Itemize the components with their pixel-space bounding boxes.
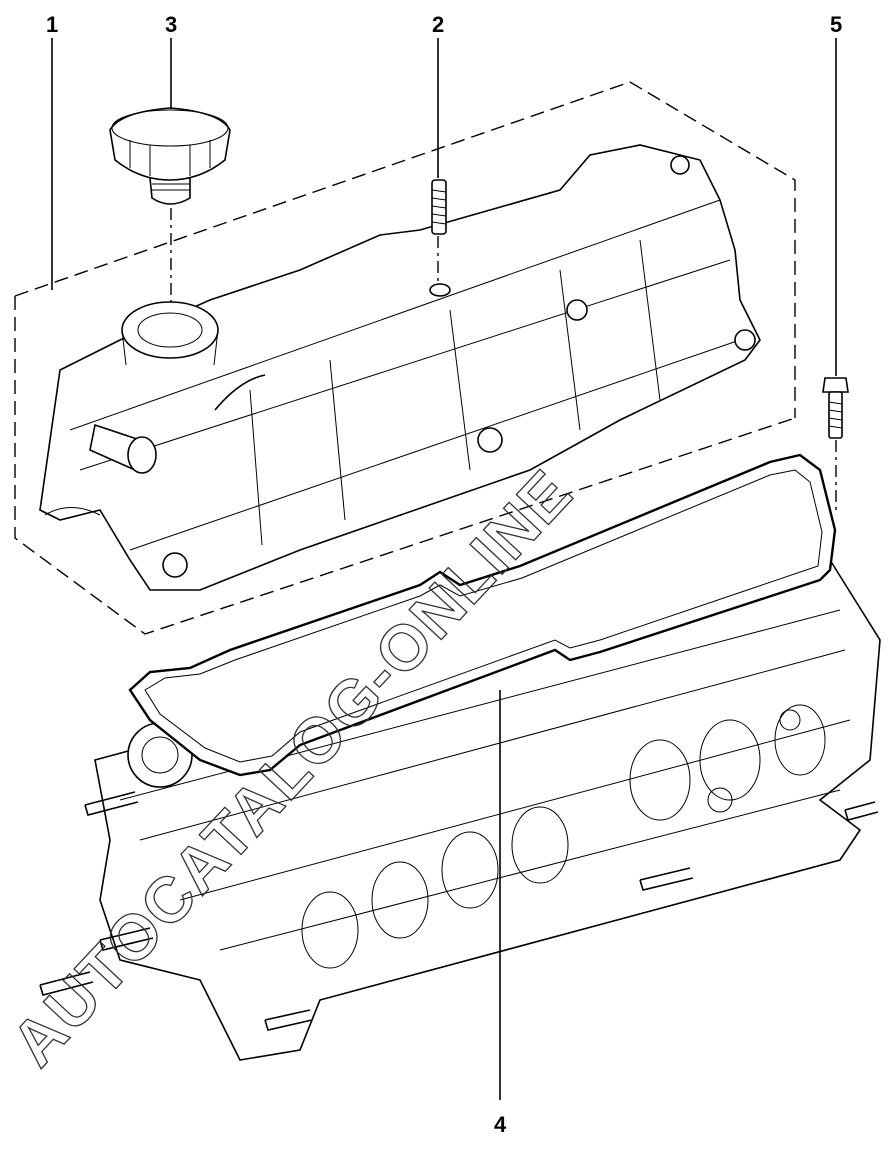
callout-labels: 1 3 2 5 4 bbox=[46, 12, 842, 1137]
stud bbox=[429, 179, 451, 297]
valve-cover-kit-outline bbox=[14, 81, 796, 635]
cover-bolt bbox=[822, 377, 849, 439]
cylinder-head bbox=[39, 489, 881, 1061]
valve-cover-gasket bbox=[128, 453, 837, 777]
oil-filler-cap bbox=[109, 107, 231, 205]
callout-4: 4 bbox=[494, 1112, 507, 1137]
leader-lines bbox=[51, 38, 837, 1100]
callout-3: 3 bbox=[165, 12, 177, 37]
valve-cover bbox=[39, 144, 761, 591]
callout-2: 2 bbox=[432, 12, 444, 37]
callout-1: 1 bbox=[46, 12, 58, 37]
callout-5: 5 bbox=[830, 12, 842, 37]
